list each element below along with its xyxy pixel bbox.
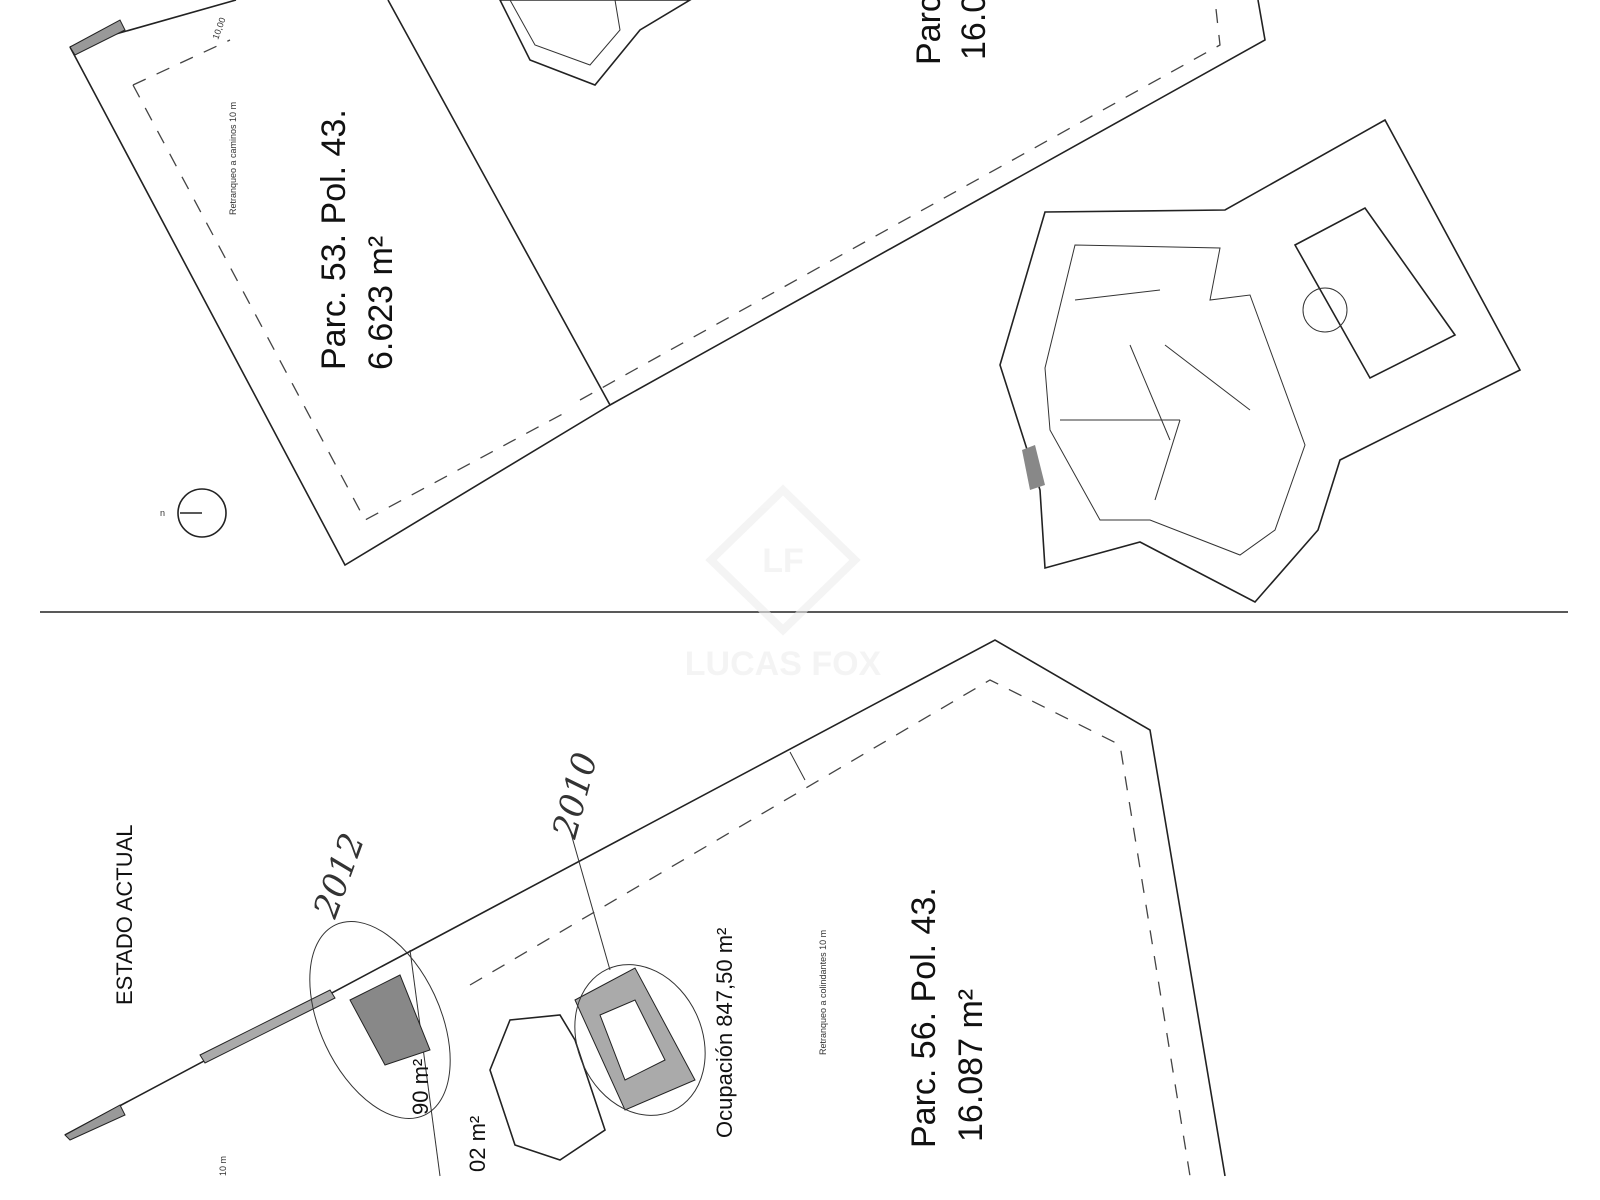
parcel-56-name: Parc. 56. Pol. 43. [905,887,943,1148]
shed-area-label: 90 m² [408,1059,433,1115]
north-arrow-icon: n [160,488,227,538]
svg-text:LUCAS FOX: LUCAS FOX [685,645,882,683]
parcel-53-area: 6.623 m² [362,236,400,370]
setback-neighbours-label: Retranqueo a colindantes 10 m [818,930,828,1055]
dimension-label-bottom: 10 m [218,1156,228,1176]
svg-text:n: n [160,508,165,518]
year-2012-annotation: 2012 [306,828,374,924]
watermark-logo: LF LUCAS FOX [685,484,882,683]
parcel-53-name: Parc. 53. Pol. 43. [315,109,353,370]
house-plan-top-partial [499,0,692,86]
house-plan-top [999,118,1522,604]
occupation-label: Ocupación 847,50 m² [712,928,737,1138]
parcel-53-boundary [69,0,612,567]
parcel-56-area: 16.087 m² [952,989,990,1142]
year-2010-annotation: 2010 [545,748,606,843]
partial-area-label: 02 m² [465,1116,490,1172]
section-label: ESTADO ACTUAL [112,824,137,1005]
parcel-cut-area: 16.0 [955,0,993,60]
parcel-56-boundary [64,639,1226,1177]
setback-roads-label: Retranqueo a caminos 10 m [228,102,238,215]
svg-text:LF: LF [762,542,804,580]
parcel-right-boundary [579,0,1266,406]
dimension-label: 10,00 [210,16,227,41]
parcel-cut-name: Parc [910,0,948,65]
house-plan-bottom [489,829,706,1161]
